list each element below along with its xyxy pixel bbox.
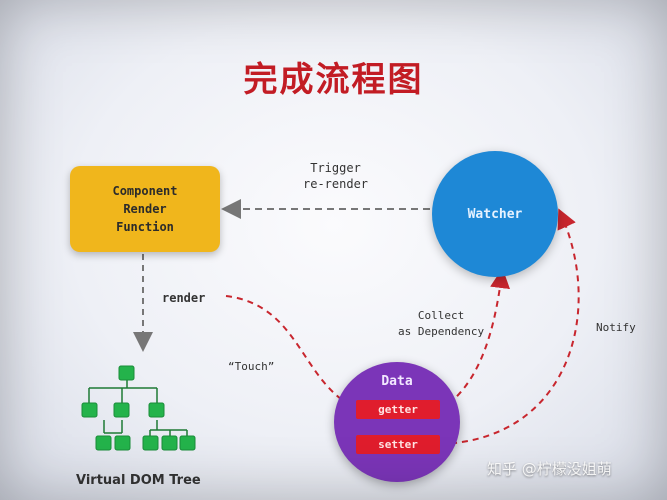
component-render-function-node: Component Render Function — [70, 166, 220, 252]
virtual-dom-tree-label: Virtual DOM Tree — [76, 473, 201, 488]
tree-node — [113, 402, 130, 418]
virtual-dom-tree-icon — [88, 376, 188, 436]
watcher-node: Watcher — [432, 151, 558, 277]
watcher-label: Watcher — [467, 206, 523, 222]
tree-node — [95, 435, 112, 451]
setter-pill: setter — [356, 435, 440, 454]
tree-node — [179, 435, 196, 451]
tree-node — [118, 365, 135, 381]
component-label: Component Render Function — [112, 184, 178, 234]
tree-node — [114, 435, 131, 451]
notify-arrow — [439, 208, 580, 445]
touch-label: “Touch” — [228, 360, 275, 373]
touch-arrow — [225, 295, 359, 410]
tree-node — [81, 402, 98, 418]
notify-label: Notify — [596, 321, 636, 334]
tree-node — [142, 435, 159, 451]
tree-node — [161, 435, 178, 451]
diagram-title: 完成流程图 — [243, 60, 424, 100]
collect-dependency-label: Collect as Dependency — [398, 309, 485, 338]
data-label: Data — [381, 374, 413, 389]
data-node: Data getter setter — [334, 362, 460, 482]
render-label: render — [162, 291, 206, 305]
watermark-text: 知乎 @柠檬没姐萌 — [487, 460, 612, 478]
trigger-rerender-label: Trigger re-render — [303, 161, 369, 191]
getter-pill: getter — [356, 400, 440, 419]
tree-node — [148, 402, 165, 418]
